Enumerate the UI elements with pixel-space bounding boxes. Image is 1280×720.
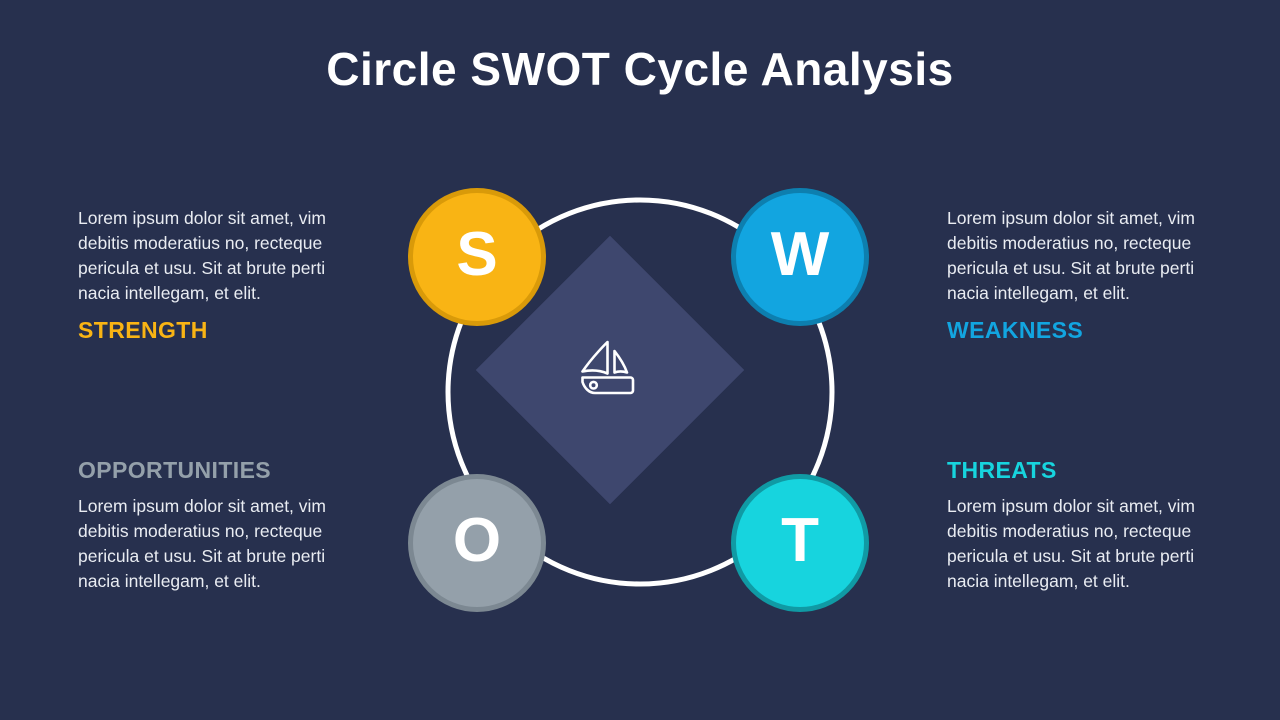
page-title: Circle SWOT Cycle Analysis (326, 43, 954, 95)
opportunities-body-text: Lorem ipsum dolor sit amet, vim debitis … (78, 496, 326, 591)
opportunities-heading: OPPORTUNITIES (78, 457, 272, 483)
weakness-body-text: Lorem ipsum dolor sit amet, vim debitis … (947, 208, 1195, 303)
node-circle-weakness[interactable]: W (731, 188, 869, 326)
node-letter-t: T (781, 506, 819, 575)
node-circle-strength[interactable]: S (408, 188, 546, 326)
node-letter-o: O (452, 506, 502, 575)
text-block-threats: THREATS Lorem ipsum dolor sit amet, vim … (947, 457, 1205, 594)
strength-heading: STRENGTH (78, 317, 208, 344)
center-diamond (475, 235, 745, 505)
text-block-strength: Lorem ipsum dolor sit amet, vim debitis … (78, 206, 336, 344)
threats-body-text: Lorem ipsum dolor sit amet, vim debitis … (947, 496, 1195, 591)
strength-body-text: Lorem ipsum dolor sit amet, vim debitis … (78, 208, 326, 303)
threats-heading: THREATS (947, 457, 1057, 483)
node-letter-s: S (456, 220, 498, 289)
node-circle-threats[interactable]: T (731, 474, 869, 612)
swot-cycle-diagram: S W O T (390, 170, 890, 620)
weakness-heading: WEAKNESS (947, 317, 1084, 344)
text-block-opportunities: OPPORTUNITIES Lorem ipsum dolor sit amet… (78, 457, 336, 594)
node-letter-w: W (770, 220, 830, 289)
text-block-weakness: Lorem ipsum dolor sit amet, vim debitis … (947, 206, 1205, 344)
node-circle-opportunities[interactable]: O (408, 474, 546, 612)
cycle-ring (445, 197, 835, 587)
sailboat-icon (575, 338, 645, 403)
